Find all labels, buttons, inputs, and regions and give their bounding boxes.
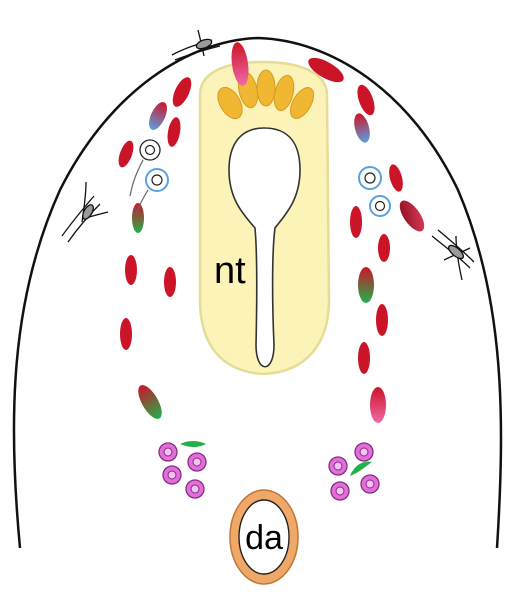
magenta-cell-nucleus [360, 448, 368, 456]
red-cell [116, 139, 137, 169]
red-cell [387, 163, 406, 193]
ring-cell [146, 169, 168, 191]
magenta-cell-nucleus [336, 487, 344, 495]
red-cell [164, 267, 176, 297]
gradient-cell [370, 387, 386, 423]
magenta-cell-nucleus [191, 485, 199, 493]
gradient-cell [358, 267, 374, 303]
red-cell [165, 116, 182, 148]
gradient-cell [351, 112, 372, 145]
nerve-cell-mid-left [62, 182, 108, 242]
gradient-cell [134, 382, 167, 423]
left-ventral-cluster [159, 441, 206, 498]
gradient-cell [395, 197, 429, 236]
green-cell [350, 462, 372, 476]
dorsal-aorta: da [230, 490, 298, 584]
magenta-cell-nucleus [164, 448, 172, 456]
red-cell [125, 255, 137, 285]
neural-tube-label: nt [214, 250, 246, 292]
red-cell [358, 342, 370, 374]
red-cell [376, 304, 388, 336]
right-ventral-cluster [329, 443, 379, 500]
dorsal-aorta-label: da [245, 519, 283, 557]
red-cell [354, 83, 378, 118]
magenta-cell-nucleus [193, 458, 201, 466]
roof-cell [257, 70, 275, 106]
red-cell [120, 318, 132, 350]
magenta-cell-nucleus [366, 480, 374, 488]
ring-cell [359, 167, 381, 189]
green-cell [180, 441, 206, 447]
ring-cell [140, 140, 160, 160]
red-cell [350, 206, 362, 238]
red-cell [169, 75, 195, 110]
ring-cell [370, 196, 390, 216]
neural-tube: nt [200, 62, 329, 374]
magenta-cell-nucleus [168, 471, 176, 479]
axon-process [130, 160, 143, 196]
red-cell [378, 234, 390, 262]
gradient-cell [145, 99, 170, 132]
nerve-cell-right [432, 230, 474, 280]
magenta-cell-nucleus [334, 462, 342, 470]
